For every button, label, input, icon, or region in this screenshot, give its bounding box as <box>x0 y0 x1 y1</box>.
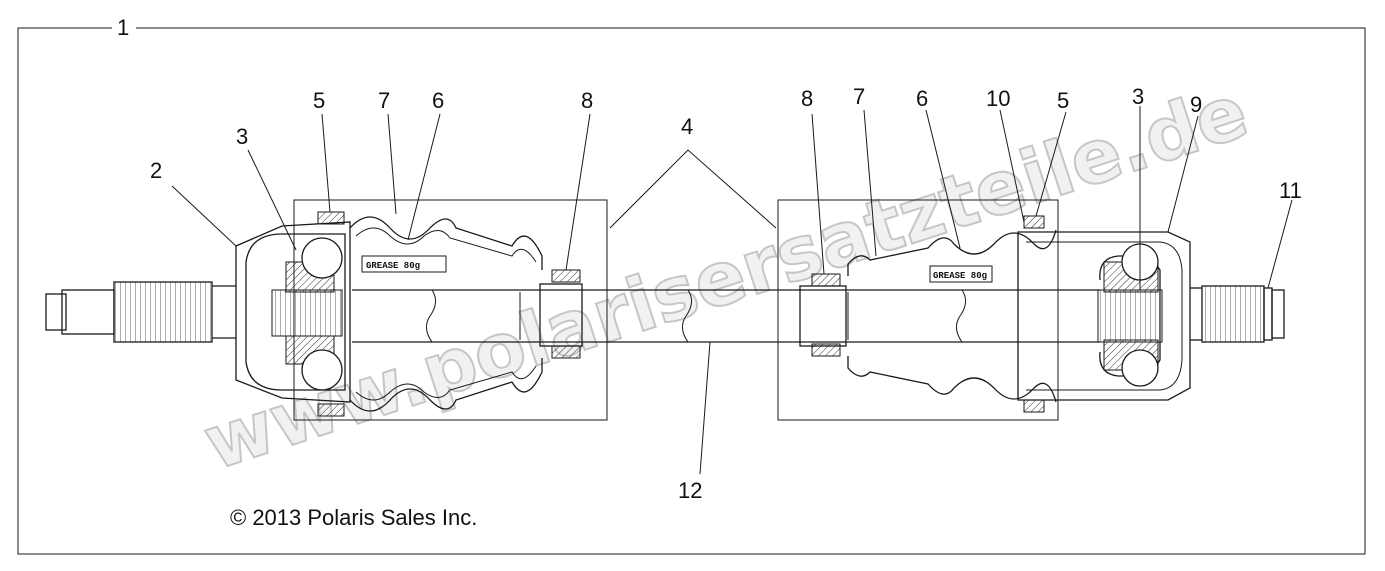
callout-3-left: 3 <box>236 124 248 149</box>
callout-3-right: 3 <box>1132 84 1144 109</box>
callout-5-left: 5 <box>313 88 325 113</box>
left-stub-shaft <box>45 281 236 343</box>
callout-11: 11 <box>1279 178 1302 203</box>
callout-5-right: 5 <box>1057 88 1069 113</box>
callout-6-right: 6 <box>916 86 928 111</box>
copyright-text: © 2013 Polaris Sales Inc. <box>230 505 477 530</box>
callout-1: 1 <box>117 15 129 40</box>
leader-lines <box>171 106 1293 475</box>
axle-shaft <box>352 289 1100 343</box>
callout-10: 10 <box>986 86 1010 111</box>
right-boot-kit-box <box>777 199 1059 421</box>
grease-label-right: GREASE 80g <box>933 271 987 281</box>
left-boot-kit-box <box>293 199 608 421</box>
callout-7-right: 7 <box>853 84 865 109</box>
callout-8-right: 8 <box>801 86 813 111</box>
right-clamps <box>799 215 1045 413</box>
left-cv-boot: GREASE 80g <box>349 216 543 412</box>
callout-6-left: 6 <box>432 88 444 113</box>
callout-4: 4 <box>681 114 693 139</box>
callout-12: 12 <box>678 478 702 503</box>
assembly-frame <box>17 27 1366 555</box>
right-cv-housing <box>1017 231 1191 401</box>
right-stub-shaft <box>1190 285 1285 343</box>
right-cv-boot: GREASE 80g <box>847 229 1057 403</box>
grease-label-left: GREASE 80g <box>366 261 420 271</box>
callout-labels: 1 2 3 5 7 6 8 4 8 7 6 10 5 3 9 11 12 <box>117 15 1302 503</box>
callout-9: 9 <box>1190 92 1202 117</box>
watermark-text: www.polarisersatzteile.de <box>194 68 1258 487</box>
callout-7-left: 7 <box>378 88 390 113</box>
left-clamps <box>317 211 583 417</box>
callout-2: 2 <box>150 158 162 183</box>
callout-8-left: 8 <box>581 88 593 113</box>
